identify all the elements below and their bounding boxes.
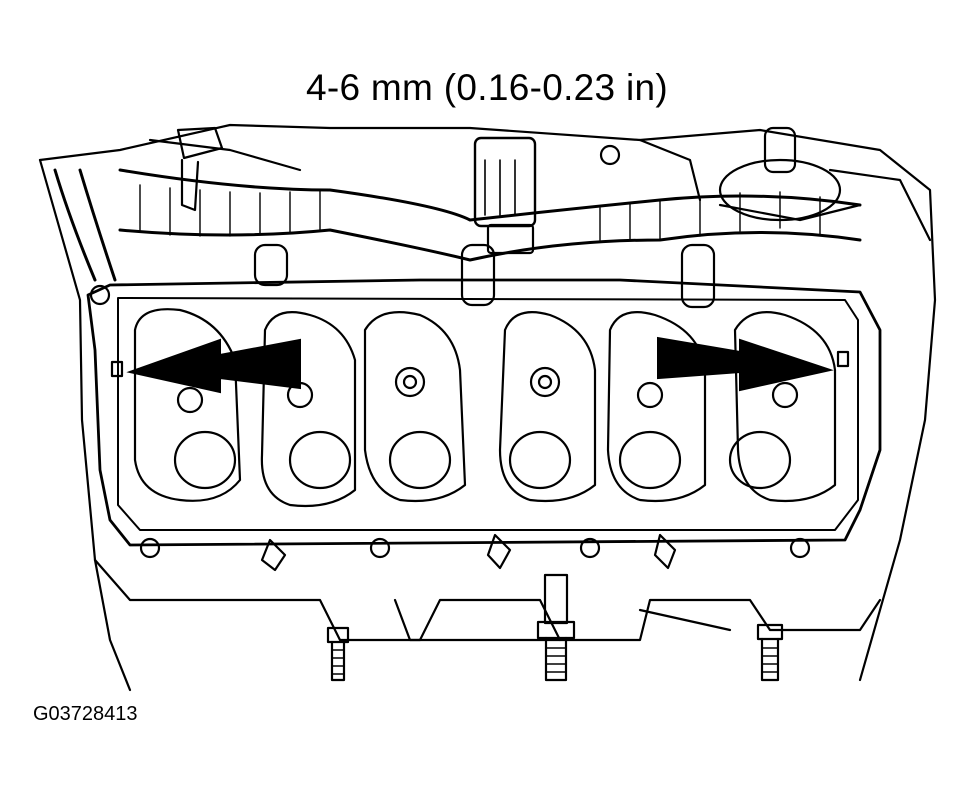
injector-left [260, 538, 287, 572]
plug-boot-3 [253, 243, 289, 287]
head-gasket-rail [117, 297, 859, 531]
rocker-arm-3 [363, 311, 467, 503]
engine-outline [38, 123, 937, 682]
rocker-arm-1 [133, 308, 242, 502]
arrow-right [657, 336, 834, 392]
wiring-harness [118, 168, 862, 222]
gasket-tab-left [110, 360, 124, 378]
dimension-label: 4-6 mm (0.16-0.23 in) [305, 67, 669, 108]
stud-right [756, 623, 784, 682]
engine-outline-right [828, 168, 932, 242]
engine-outline-left [38, 158, 132, 692]
rocker-arm-6 [728, 311, 837, 503]
gasket-tab-right [836, 350, 850, 368]
rocker-arm-4 [498, 311, 597, 503]
plug-boot-1 [460, 243, 496, 307]
figure-id: G03728413 [33, 703, 138, 725]
arrow-left [126, 338, 301, 394]
sensor-post [763, 126, 797, 174]
engine-block [93, 558, 882, 642]
stud-center [536, 573, 576, 682]
stud-left [326, 626, 350, 682]
rocker-arm-5 [606, 311, 707, 503]
harness-clip [176, 126, 224, 160]
cylinder-head [86, 278, 882, 547]
plug-boot-2 [680, 243, 716, 309]
bolt-head [599, 144, 621, 166]
injector-right [653, 533, 677, 570]
rocker-arm-2 [260, 311, 357, 508]
injector-center [486, 533, 512, 570]
